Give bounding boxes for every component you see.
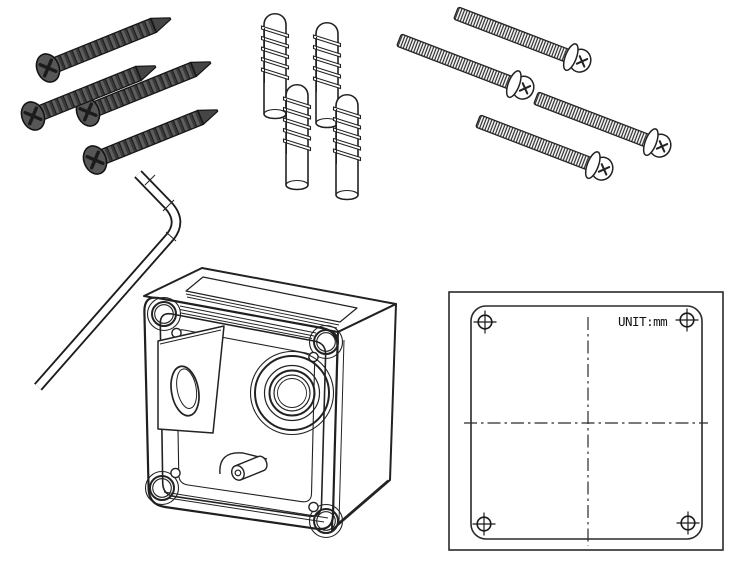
wall-anchor-1 [260,12,290,120]
mounting-box [143,267,397,539]
template-outer-border [448,291,724,551]
template-drill-mark-bottom-left [472,512,496,536]
hex-key [34,170,182,391]
drill-template: UNIT:mm [448,291,724,551]
box-corner-hole-top-left [146,296,182,339]
box-corner-hole-bottom-left [144,467,181,506]
machine-screws-group [392,0,676,187]
template-drill-mark-top-left [473,310,497,334]
template-drill-mark-top-right [675,308,699,332]
tapping-screw-1 [30,3,178,88]
box-side-knockout-panel [157,325,225,434]
box-bottom-pin [219,452,268,481]
template-drill-mark-bottom-right [676,511,700,535]
box-corner-hole-bottom-right [308,501,344,539]
unit-label: UNIT:mm [618,314,667,329]
wall-anchor-3 [282,83,312,191]
wall-anchors-group [260,12,362,201]
wall-anchor-4 [332,93,362,201]
tapping-screws-group [15,3,225,180]
box-center-boss [249,350,335,436]
